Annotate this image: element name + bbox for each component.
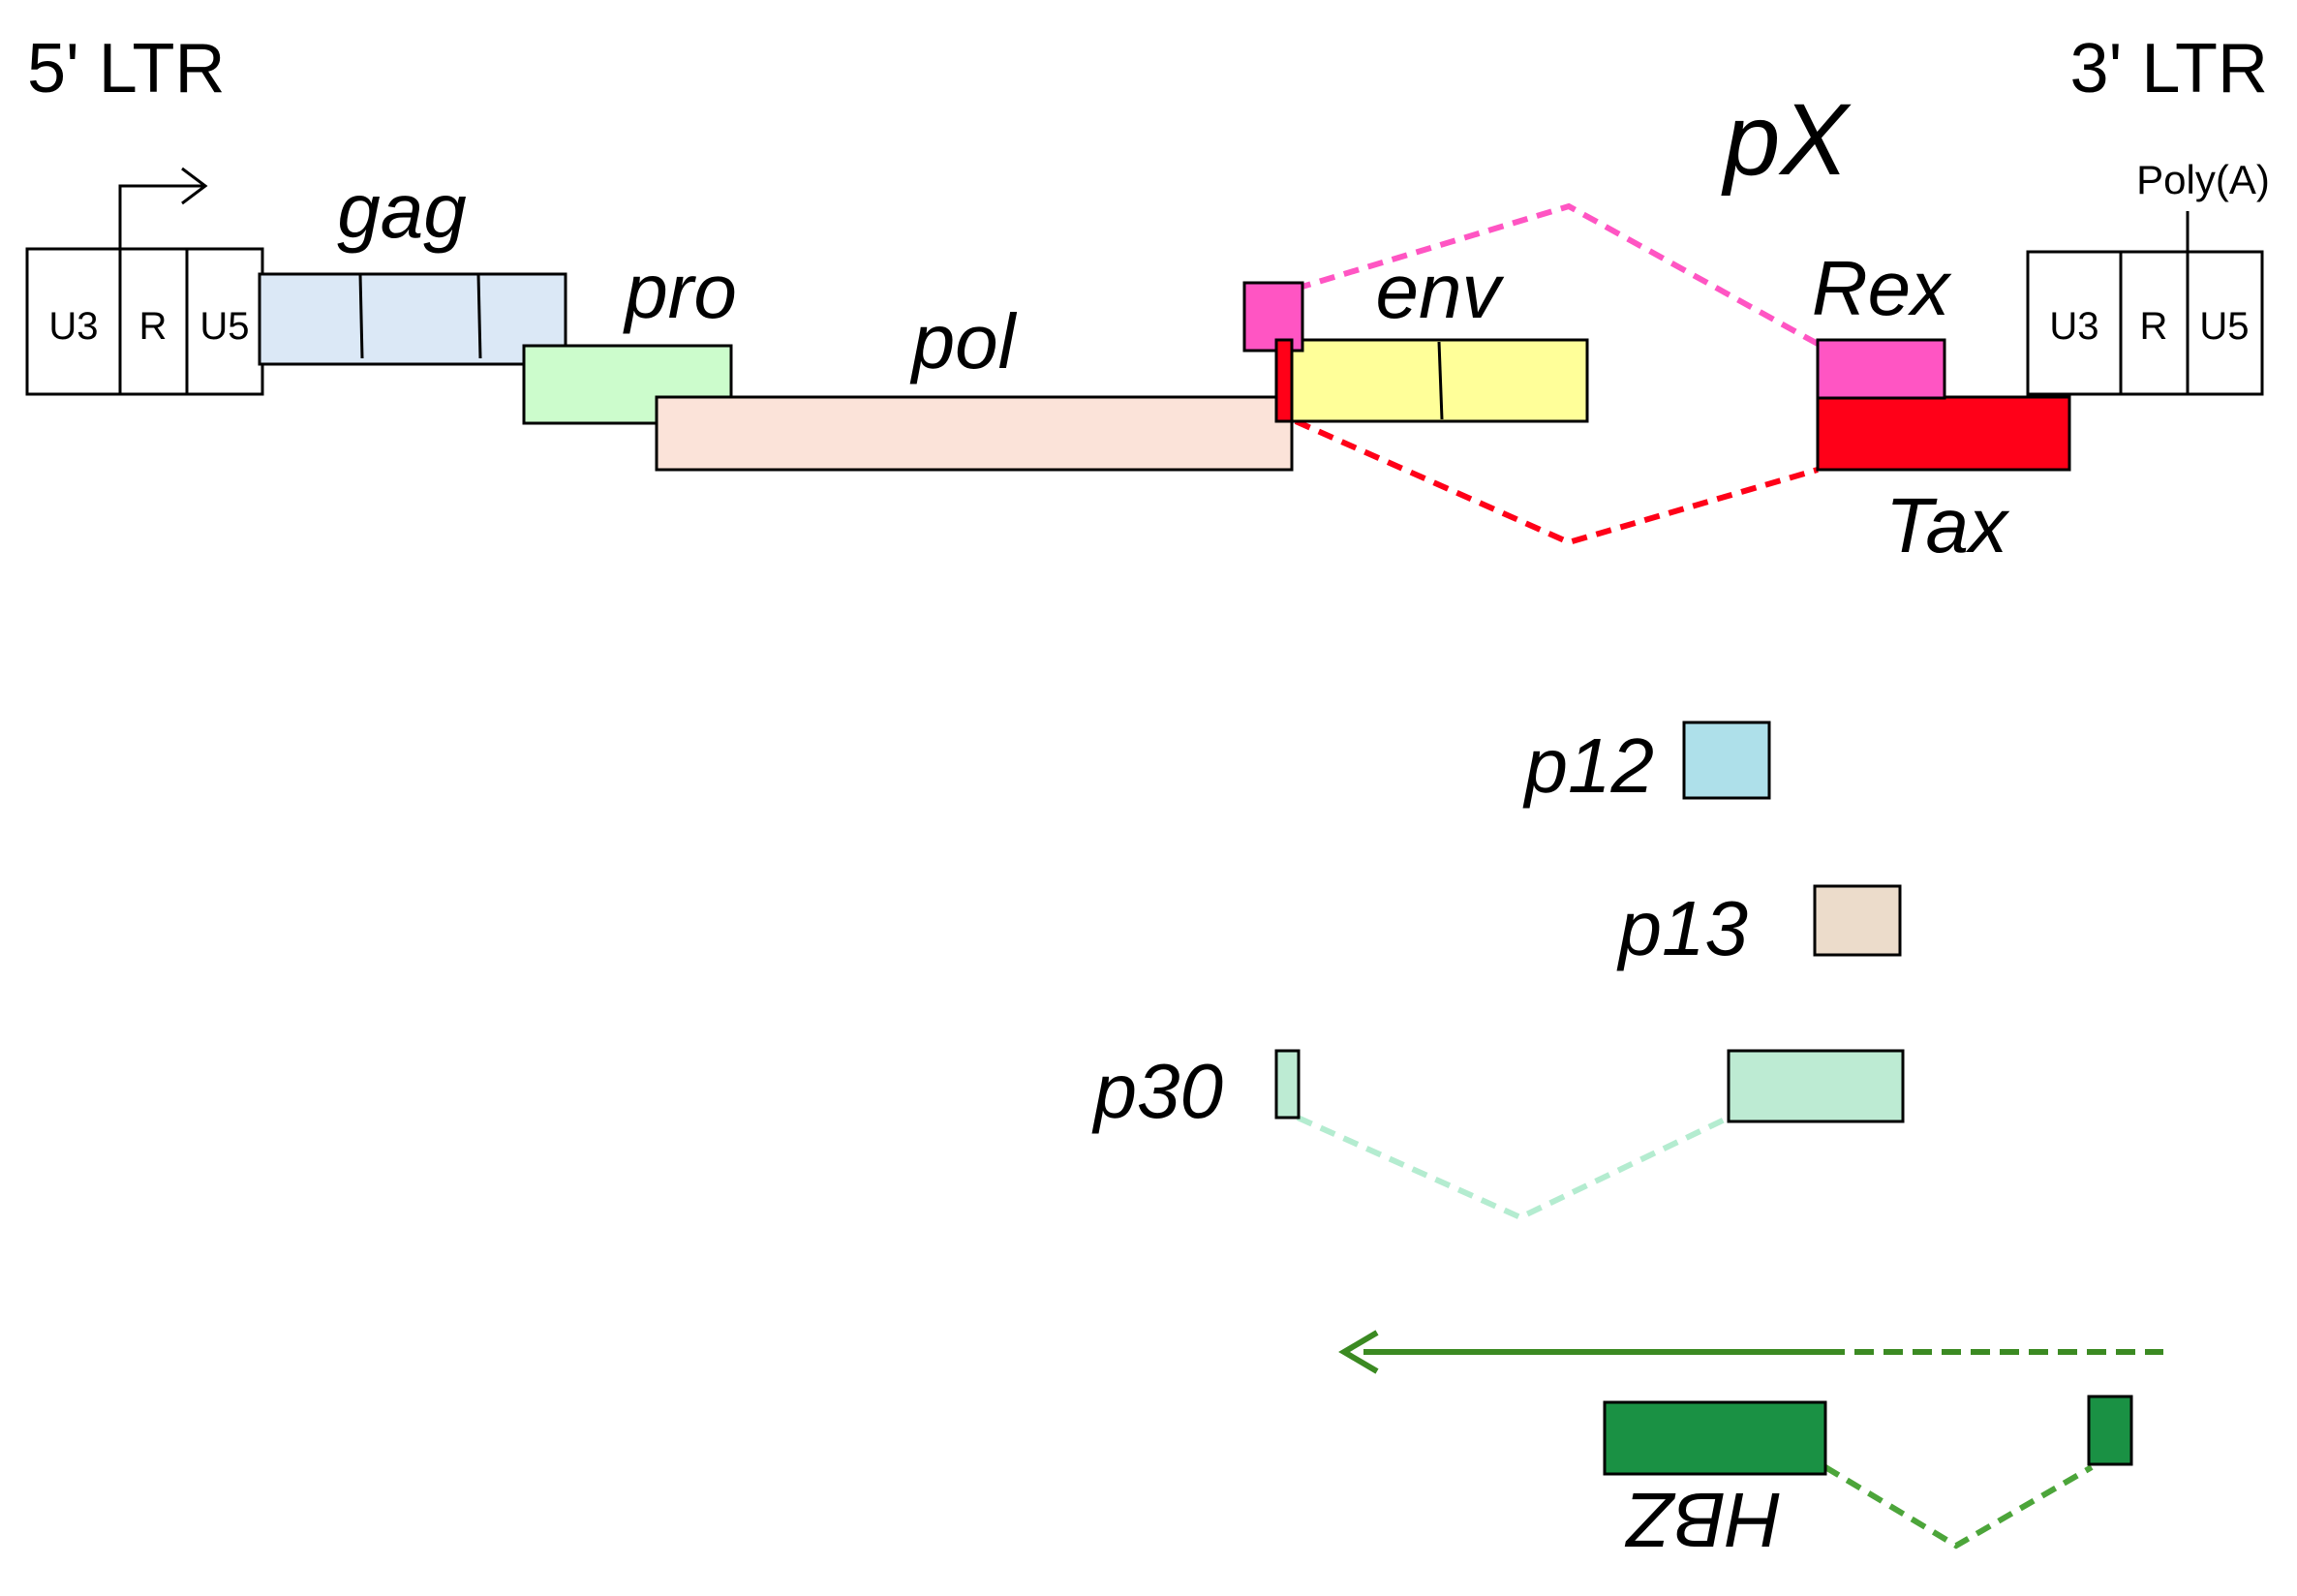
polya-label: Poly(A) bbox=[2136, 157, 2270, 202]
env-gene bbox=[1290, 338, 1589, 423]
tax-exon-2 bbox=[1816, 395, 2071, 472]
hbz-exon-2 bbox=[2087, 1395, 2133, 1466]
ltr5-r-label: R bbox=[139, 305, 168, 348]
p13-gene bbox=[1813, 884, 1902, 957]
px-label: pX bbox=[1721, 83, 1852, 197]
pol-gene bbox=[655, 395, 1294, 472]
rex-label: Rex bbox=[1812, 245, 1952, 331]
p12-gene bbox=[1682, 721, 1771, 800]
ltr5-label: 5' LTR bbox=[27, 30, 225, 107]
hbz-antisense-arrow-icon bbox=[1338, 1330, 2163, 1374]
gag-label: gag bbox=[337, 168, 466, 254]
ltr3-box: U3 R U5 bbox=[2026, 211, 2264, 396]
tax-exon-1 bbox=[1274, 338, 1294, 423]
p13-label: p13 bbox=[1617, 885, 1748, 971]
ltr3-r-label: R bbox=[2140, 305, 2168, 348]
ltr5-box: U3 R U5 bbox=[25, 247, 264, 396]
pol-label: pol bbox=[910, 298, 1018, 384]
p30-exon-2 bbox=[1727, 1049, 1905, 1123]
p30-exon-1 bbox=[1274, 1049, 1301, 1120]
hbz-label: HBZ bbox=[1624, 1477, 1782, 1563]
p30-label: p30 bbox=[1092, 1048, 1223, 1134]
rex-splice-line bbox=[1295, 202, 1820, 347]
gag-gene bbox=[258, 272, 567, 366]
ltr3-label: 3' LTR bbox=[2070, 30, 2268, 107]
tax-splice-line bbox=[1294, 418, 1819, 546]
pro-label: pro bbox=[623, 248, 737, 334]
ltr3-u5-label: U5 bbox=[2199, 305, 2249, 348]
tax-label: Tax bbox=[1885, 482, 2010, 568]
hbz-splice-line bbox=[1823, 1464, 2094, 1550]
p30-splice-line bbox=[1296, 1115, 1730, 1221]
rex-exon-1 bbox=[1242, 281, 1304, 353]
ltr5-u5-label: U5 bbox=[199, 305, 249, 348]
rex-exon-2 bbox=[1816, 338, 1946, 400]
ltr5-u3-label: U3 bbox=[48, 305, 98, 348]
hbz-exon-1 bbox=[1603, 1400, 1827, 1476]
transcription-start-arrow-icon bbox=[118, 167, 208, 249]
p12-label: p12 bbox=[1523, 722, 1654, 809]
env-label: env bbox=[1376, 248, 1505, 334]
ltr3-u3-label: U3 bbox=[2049, 305, 2098, 348]
